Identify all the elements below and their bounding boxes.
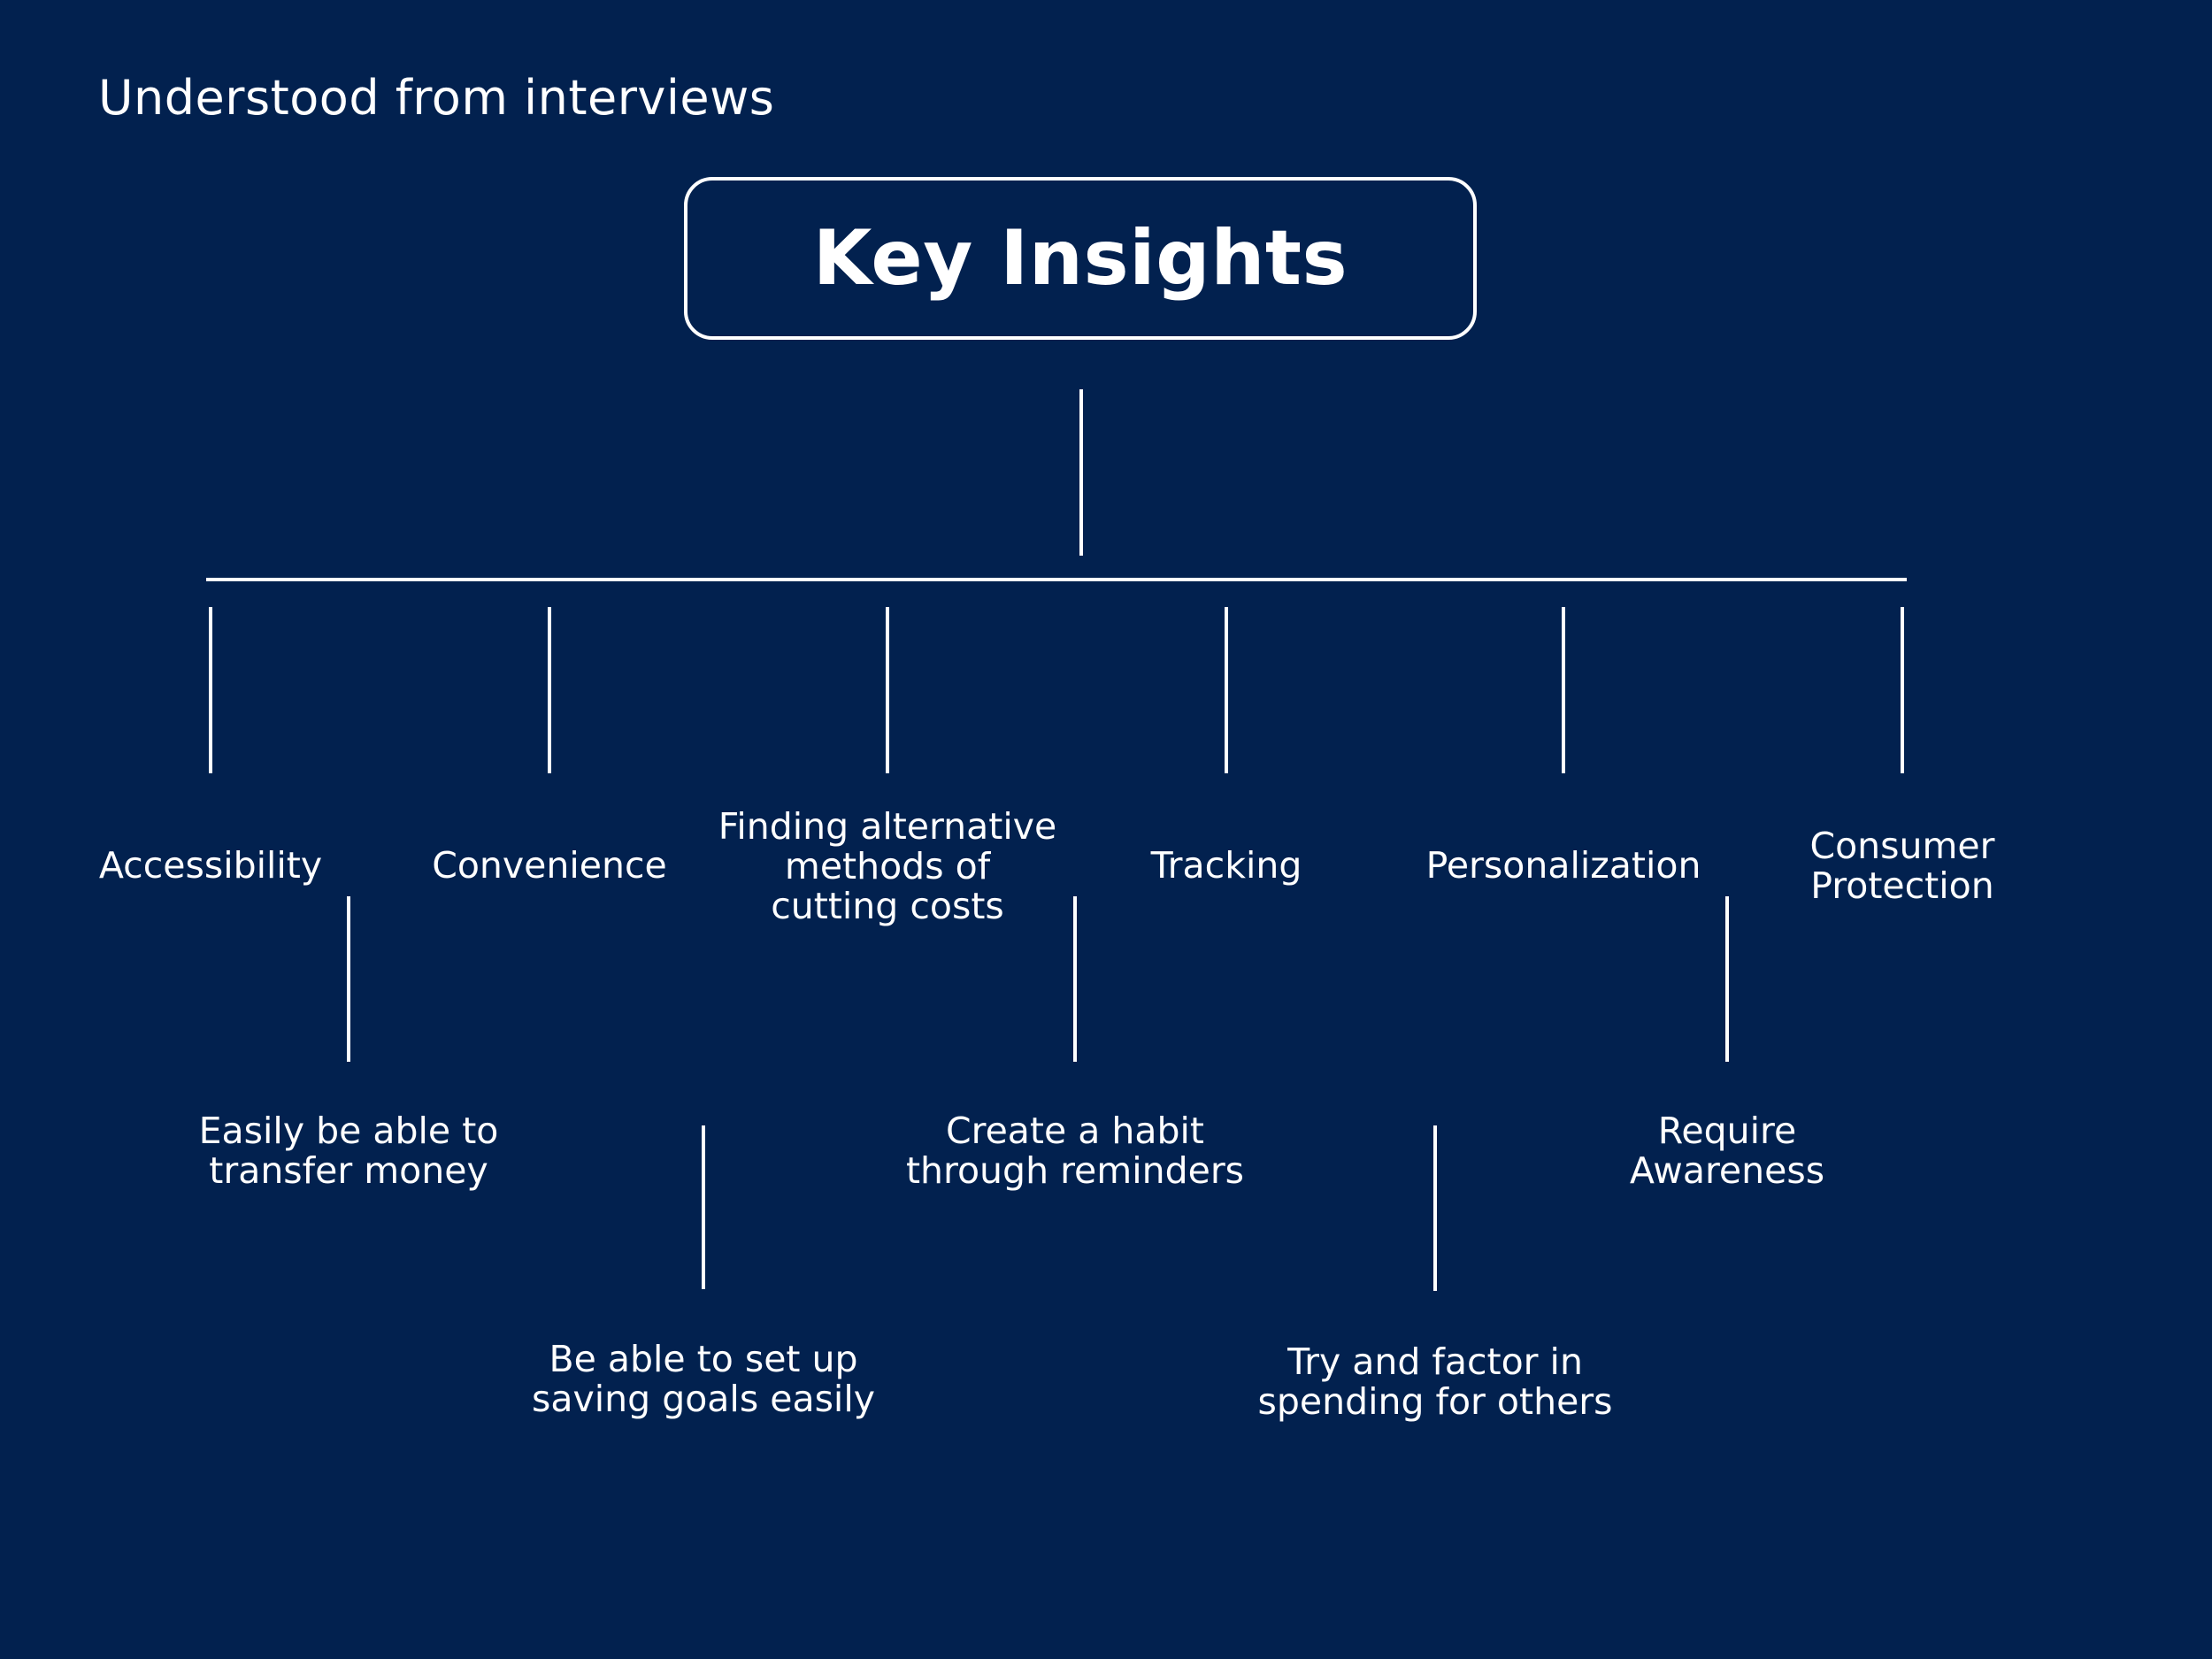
insight-habit-reminders: Create a habit through reminders bbox=[905, 1110, 1245, 1192]
insight-transfer-money: Easily be able to transfer money bbox=[198, 1110, 499, 1192]
insight-connector bbox=[1433, 1125, 1437, 1291]
category-connector bbox=[548, 607, 551, 773]
category-convenience: Convenience bbox=[432, 844, 667, 887]
category-connector bbox=[1901, 607, 1904, 773]
category-consumer-protection: Consumer Protection bbox=[1809, 825, 1995, 907]
key-insights-box: Key Insights bbox=[684, 177, 1477, 340]
category-connector bbox=[886, 607, 889, 773]
category-connector bbox=[209, 607, 212, 773]
diagram-title: Key Insights bbox=[812, 214, 1348, 303]
category-personalization: Personalization bbox=[1425, 844, 1701, 887]
category-accessibility: Accessibility bbox=[98, 844, 323, 887]
trunk-connector bbox=[1079, 389, 1083, 556]
category-connector bbox=[1562, 607, 1565, 773]
insight-connector bbox=[1073, 896, 1077, 1062]
category-connector bbox=[1225, 607, 1228, 773]
insight-spending-for-others: Try and factor in spending for others bbox=[1257, 1340, 1613, 1423]
insight-connector bbox=[702, 1125, 705, 1289]
insight-saving-goals: Be able to set up saving goals easily bbox=[532, 1338, 875, 1420]
branch-bar bbox=[206, 578, 1907, 581]
category-cutting-costs: Finding alternative methods of cutting c… bbox=[718, 805, 1057, 927]
page-heading: Understood from interviews bbox=[98, 70, 775, 126]
insight-connector bbox=[347, 896, 350, 1062]
insight-connector bbox=[1725, 896, 1729, 1062]
category-tracking: Tracking bbox=[1150, 844, 1302, 887]
insight-require-awareness: Require Awareness bbox=[1629, 1110, 1825, 1192]
